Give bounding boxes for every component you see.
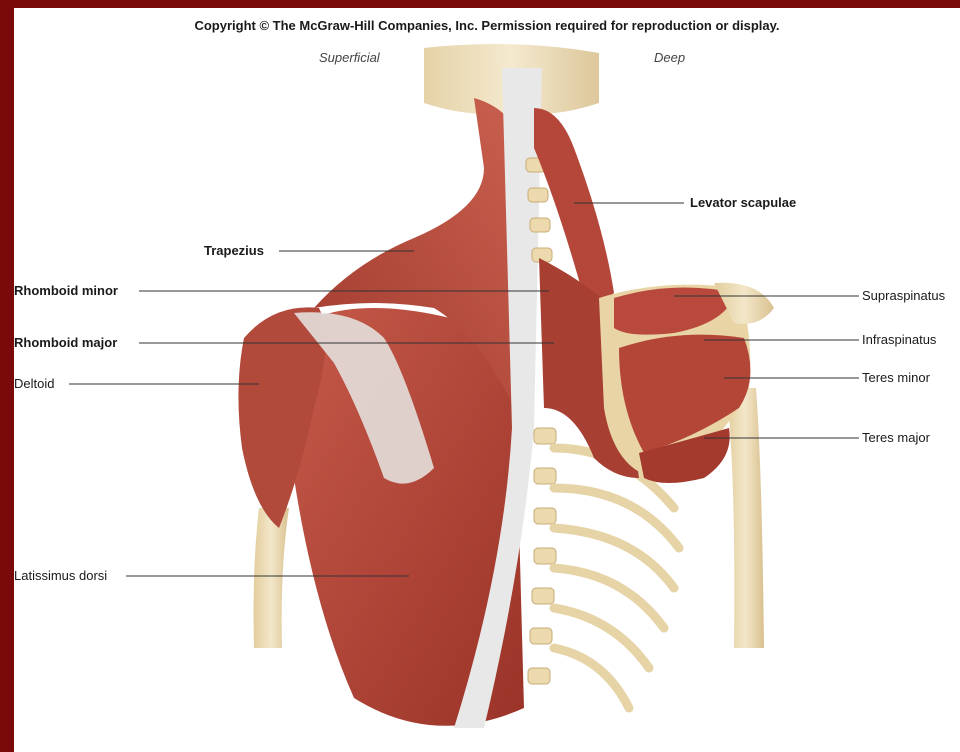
label-supraspinatus: Supraspinatus [862,288,945,303]
view-label-superficial: Superficial [319,50,380,65]
label-teres-minor: Teres minor [862,370,930,385]
figure-panel: Copyright © The McGraw-Hill Companies, I… [14,8,960,752]
label-trapezius: Trapezius [204,243,264,258]
anatomy-illustration [14,8,960,752]
view-label-deep: Deep [654,50,685,65]
ribs [554,448,679,708]
label-latissimus-dorsi: Latissimus dorsi [14,568,107,583]
label-infraspinatus: Infraspinatus [862,332,936,347]
label-rhomboid-minor: Rhomboid minor [14,283,118,298]
label-teres-major: Teres major [862,430,930,445]
left-humerus [254,508,289,648]
label-deltoid: Deltoid [14,376,54,391]
right-humerus [726,388,764,648]
label-levator-scapulae: Levator scapulae [690,195,796,210]
label-rhomboid-major: Rhomboid major [14,335,117,350]
copyright-notice: Copyright © The McGraw-Hill Companies, I… [14,18,960,33]
